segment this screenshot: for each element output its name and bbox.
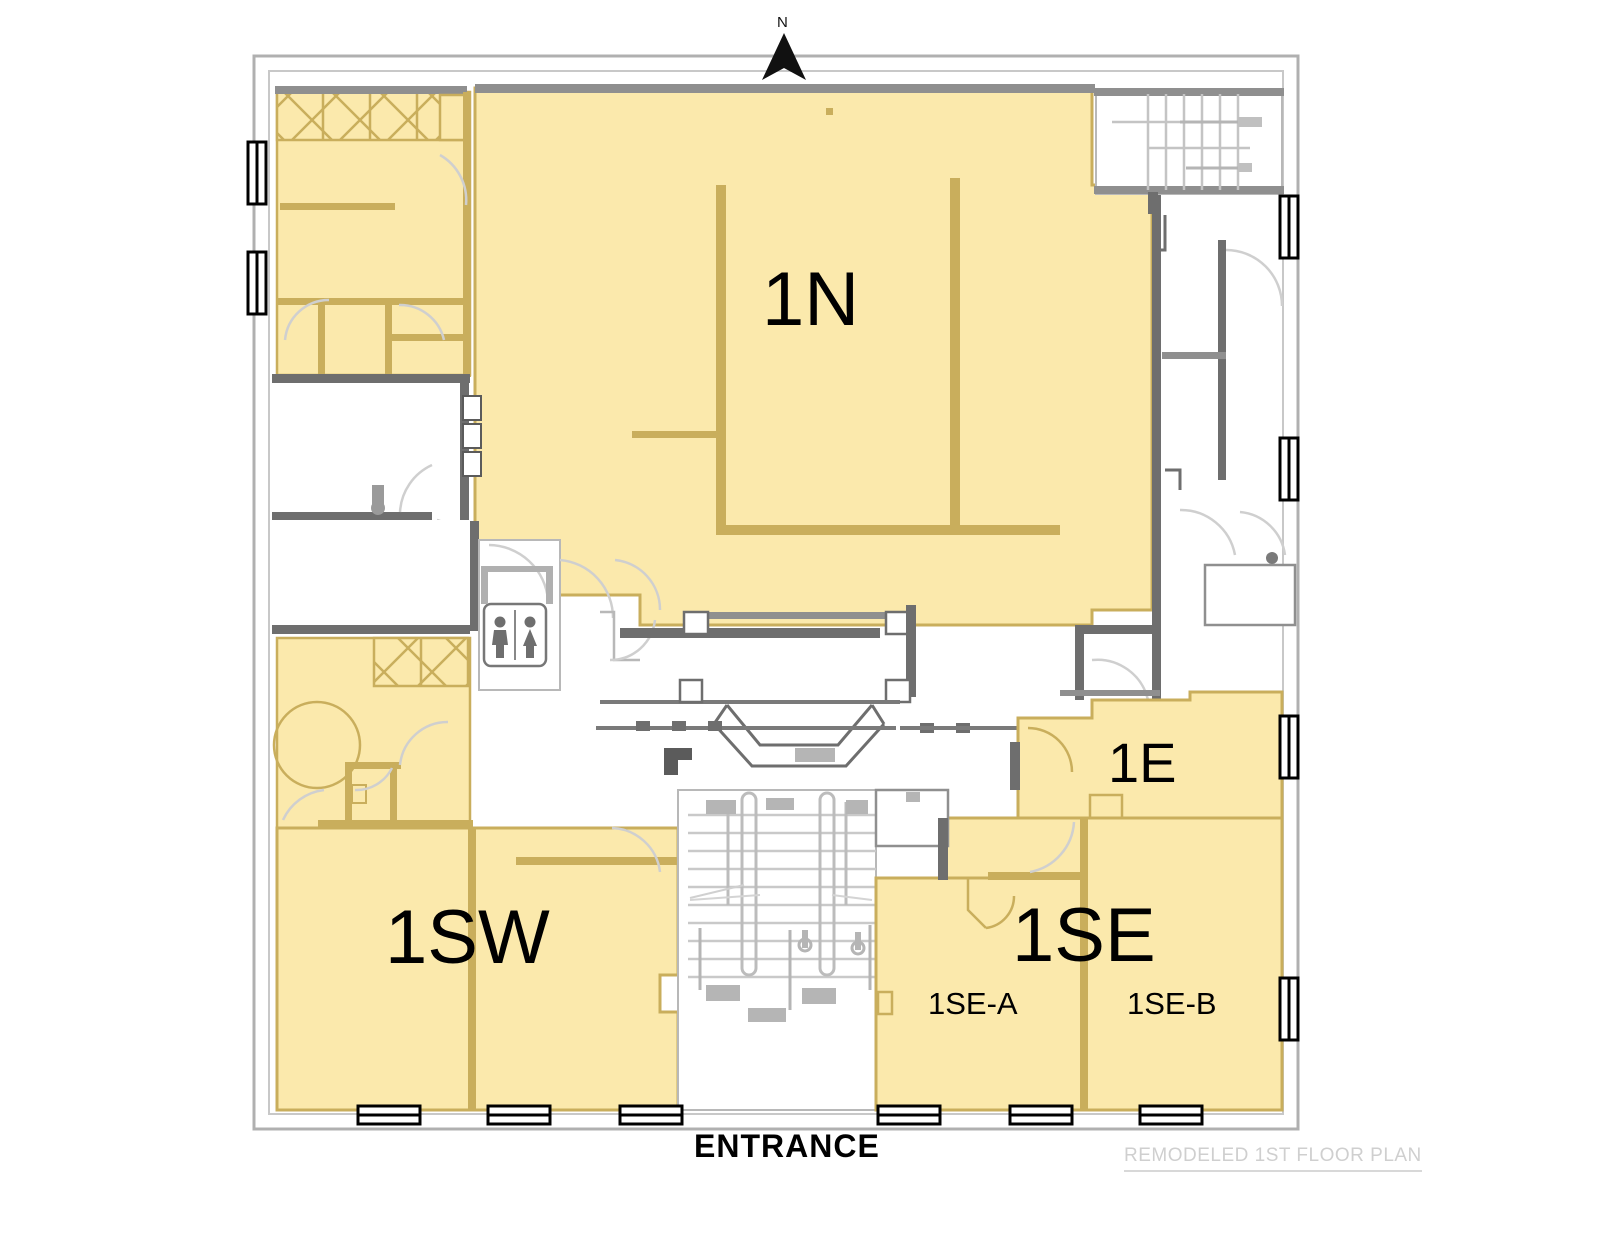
suite-1sw-area[interactable] [275, 826, 680, 1112]
suite-1se-area[interactable] [874, 788, 1284, 1112]
east-interior-rooms [1060, 185, 1297, 701]
restroom-sign-icon [481, 566, 553, 668]
suite-1n-area[interactable] [473, 84, 1154, 627]
northwest-rooms [275, 86, 472, 377]
north-arrow-icon [762, 33, 806, 80]
main-staircase [688, 791, 876, 1022]
west-interior-rooms [272, 374, 482, 634]
northeast-stairwell [1094, 88, 1284, 214]
stair-lobby-white [677, 789, 877, 1111]
southwest-upper-rooms [272, 636, 473, 830]
